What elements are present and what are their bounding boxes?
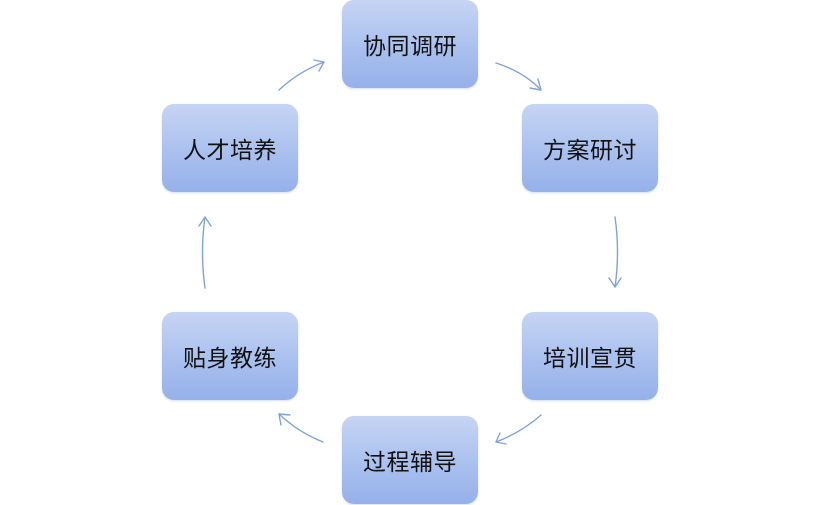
node-left-upper: 人才培养: [162, 104, 298, 192]
node-right-lower: 培训宣贯: [522, 312, 658, 400]
arrow-bottom-to-left2: [278, 413, 324, 443]
node-right-upper: 方案研讨: [522, 104, 658, 192]
node-label: 方案研讨: [543, 138, 637, 164]
node-label: 培训宣贯: [543, 346, 637, 372]
arrow-left1-to-top: [278, 59, 325, 91]
arrow-right1-to-right2: [608, 216, 622, 288]
arrow-left2-to-left1: [198, 216, 212, 289]
node-label: 协同调研: [363, 34, 457, 60]
arrow-top-to-right1: [495, 62, 542, 91]
node-top: 协同调研: [342, 0, 478, 88]
node-label: 贴身教练: [183, 346, 277, 372]
node-bottom: 过程辅导: [342, 416, 478, 504]
arrow-right2-to-bottom: [495, 414, 542, 445]
node-label: 过程辅导: [363, 450, 457, 476]
node-label: 人才培养: [183, 138, 277, 164]
node-left-lower: 贴身教练: [162, 312, 298, 400]
